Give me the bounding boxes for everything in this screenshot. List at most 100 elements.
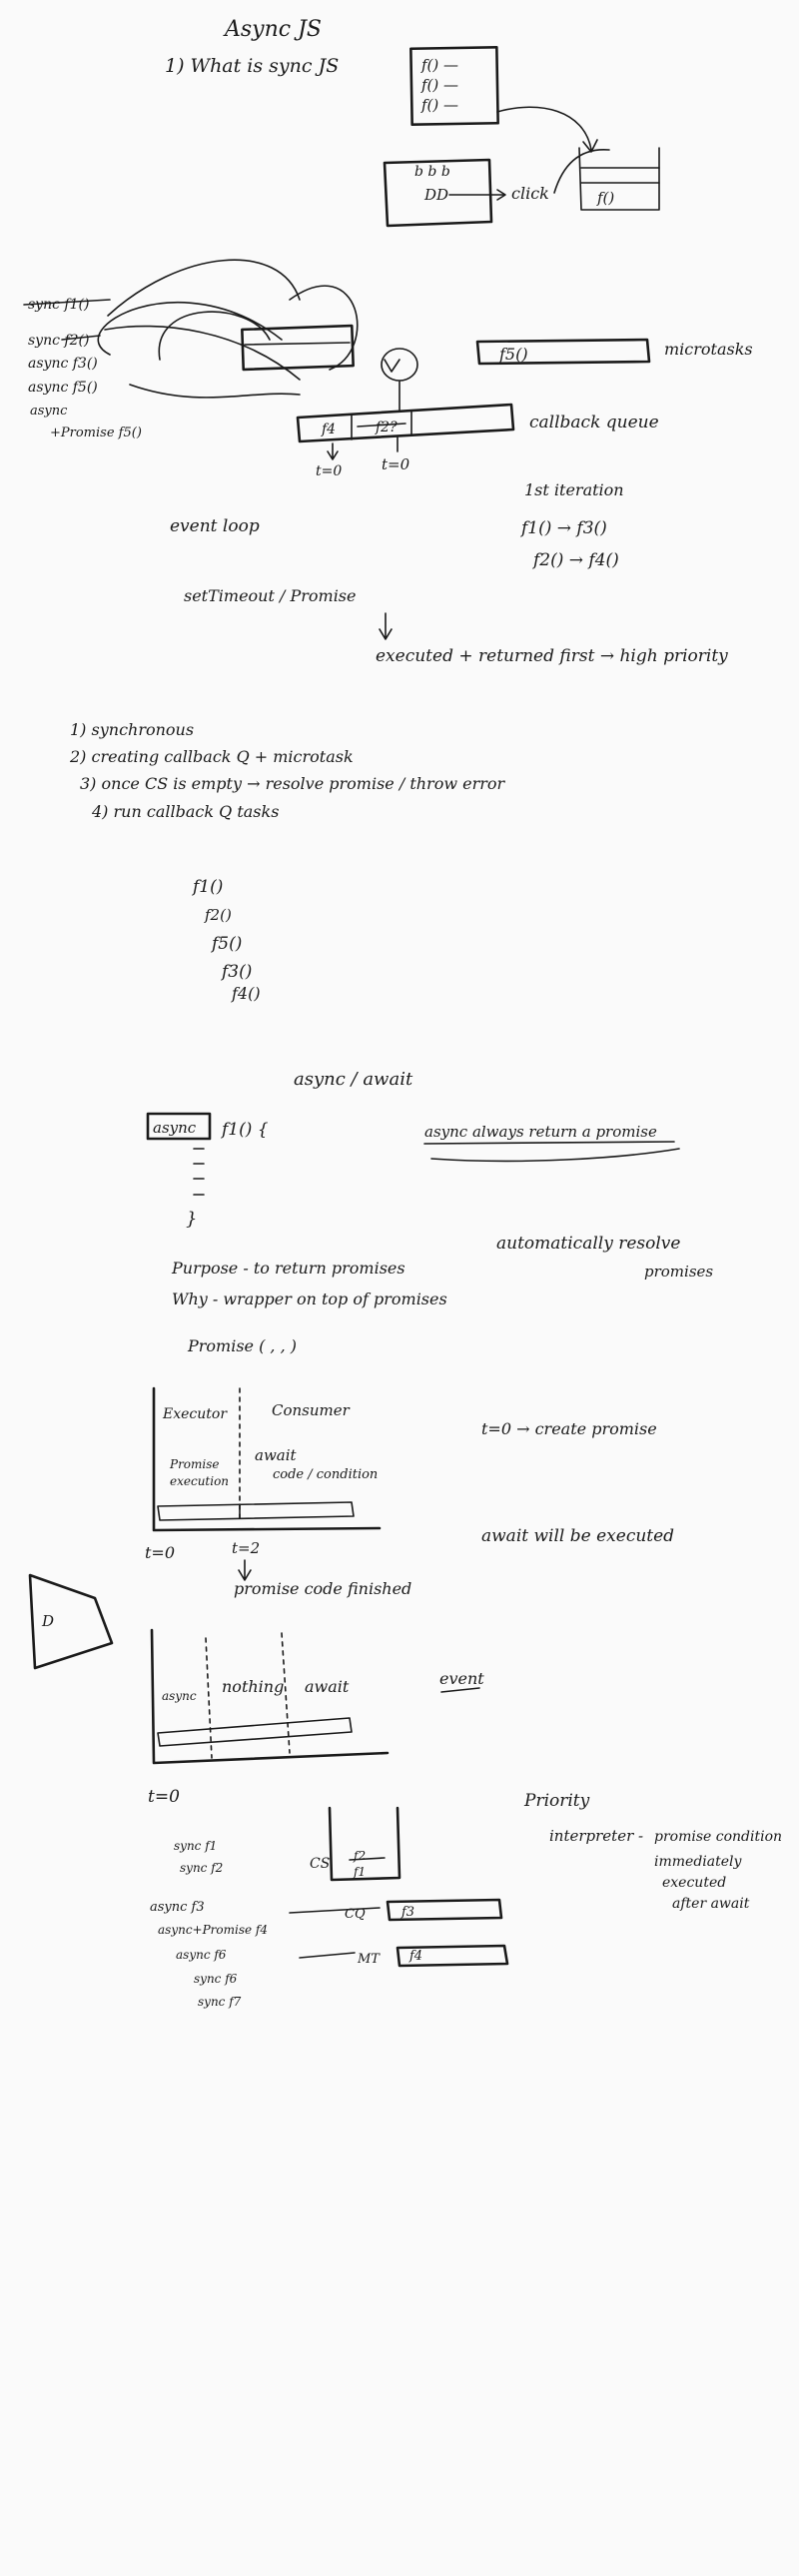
stack-divider	[244, 342, 351, 346]
note-underline	[423, 1141, 675, 1145]
diagram2-await: await	[305, 1677, 350, 1696]
iteration-line-2: f2() → f4()	[531, 550, 619, 570]
stack-line-1: f() —	[420, 56, 458, 74]
diagram1-t0: t=0	[145, 1543, 175, 1562]
callback-queue: f4 f2? callback queue t=0 t=0	[296, 403, 659, 479]
stack-line-2: f() —	[420, 76, 458, 94]
stack-box-2	[241, 324, 355, 372]
bottom-list-6: sync f6	[194, 1972, 238, 1986]
page-title: Async JS	[223, 17, 322, 42]
queue-item: f()	[596, 189, 614, 207]
first-iteration-notes: 1st iteration f1() → f3() f2() → f4()	[519, 480, 624, 570]
purpose-line: Purpose - to return promises	[171, 1259, 405, 1278]
iteration-line-1: f1() → f3()	[519, 518, 607, 538]
event-loop-circle	[381, 348, 418, 382]
stack-line-3: f() —	[420, 96, 458, 114]
step-2: 2) creating callback Q + microtask	[69, 747, 354, 766]
event-loop-label: event loop	[170, 516, 260, 536]
settimeout-promise: setTimeout / Promise	[184, 586, 356, 605]
loop-curve-2	[97, 302, 283, 356]
callback-item-1: f4	[321, 422, 336, 437]
execution-steps: 1) synchronous 2) creating callback Q + …	[69, 720, 506, 821]
dom-bottom-label: DD	[423, 186, 448, 204]
await-executed-note: await will be executed	[481, 1526, 674, 1546]
async-returns-promise-note: async always return a promise	[424, 1123, 657, 1141]
promise-finished-label: promise code finished	[234, 1579, 411, 1598]
question-sync-js: 1) What is sync JS	[165, 55, 339, 77]
loop-curve-5	[129, 384, 301, 399]
mt-label: MT	[357, 1952, 381, 1967]
consumer-label: Consumer	[272, 1401, 351, 1419]
step-1: 1) synchronous	[70, 720, 194, 739]
priority-line-1: promise condition	[654, 1829, 782, 1845]
diagram2-async: async	[162, 1689, 197, 1703]
microtask-item: f5()	[498, 345, 528, 364]
cq-label: CQ	[345, 1907, 366, 1922]
order-4: f3()	[220, 962, 252, 982]
down-arrow	[379, 612, 393, 640]
await-label: await	[255, 1446, 298, 1464]
promise-exec-2: execution	[170, 1474, 229, 1488]
loop-curve-4	[289, 285, 359, 371]
bottom-list-4: async+Promise f4	[158, 1923, 268, 1937]
async-await-timeline-diagram: async nothing await event t=0	[148, 1628, 484, 1807]
promise-timeline-diagram: Executor Consumer Promise execution awai…	[145, 1386, 411, 1598]
why-line: Why - wrapper on top of promises	[172, 1289, 447, 1308]
order-1: f1()	[191, 877, 223, 897]
microtask-queue: f5() microtasks	[475, 338, 753, 366]
promise-signature: Promise ( , , )	[187, 1336, 297, 1355]
cs-item-2: f1	[353, 1865, 366, 1879]
executor-label: Executor	[162, 1406, 228, 1422]
order-5: f4()	[231, 984, 261, 1003]
left-list-2: sync f2()	[28, 333, 89, 349]
small-box-label: D	[41, 1612, 54, 1630]
call-stack-sketch: f() — f() — f() —	[409, 45, 499, 127]
click-label: click	[511, 184, 549, 203]
callback-queue-label: callback queue	[529, 413, 659, 432]
bottom-list-5: async f6	[176, 1948, 227, 1962]
mt-item: f4	[408, 1949, 422, 1964]
execution-order-list: f1() f2() f5() f3() f4()	[191, 877, 261, 1003]
stack-to-queue-arrow	[496, 106, 592, 151]
step-4: 4) run callback Q tasks	[91, 802, 279, 821]
bottom-callback-queue: CQ f3	[289, 1898, 503, 1922]
bottom-list-1: sync f1	[174, 1839, 217, 1853]
cs-label: CS	[310, 1856, 330, 1872]
order-3: f5()	[210, 934, 242, 954]
bottom-microtask-queue: MT f4	[299, 1944, 509, 1968]
priority-interpreter: interpreter -	[549, 1827, 643, 1845]
loop-curve-6	[104, 325, 301, 381]
left-list-4: async f5()	[28, 380, 98, 396]
left-list-6: +Promise f5()	[50, 426, 142, 440]
callback-item-2: f2?	[375, 420, 398, 435]
async-fn-close: }	[186, 1209, 197, 1230]
bottom-list-7: sync f7	[198, 1995, 242, 2009]
async-keyword-box	[146, 1112, 212, 1141]
step-3: 3) once CS is empty → resolve promise / …	[80, 774, 506, 793]
task-queue-sketch: f()	[578, 147, 660, 211]
async-function-sketch: async f1() { }	[146, 1112, 269, 1230]
priority-title: Priority	[523, 1791, 590, 1811]
auto-resolve-1: automatically resolve	[496, 1234, 680, 1254]
loop-arrow-head	[384, 359, 400, 373]
bottom-list-2: sync f2	[180, 1861, 223, 1875]
diagram2-nothing: nothing	[222, 1677, 284, 1696]
t0-create-promise: t=0 → create promise	[481, 1419, 657, 1438]
priority-notes: Priority interpreter - promise condition…	[523, 1791, 782, 1912]
async-await-title: async / await	[294, 1069, 413, 1090]
await-condition-label: code / condition	[273, 1467, 378, 1482]
promise-exec-1: Promise	[169, 1457, 220, 1471]
left-list-3: async f3()	[28, 356, 98, 372]
iteration-title: 1st iteration	[524, 480, 624, 499]
diagram2-event: event	[439, 1669, 484, 1688]
callback-t-left: t=0	[316, 463, 342, 479]
small-sketch-box: D	[28, 1573, 114, 1670]
bottom-list-3: async f3	[150, 1900, 205, 1915]
bottom-function-list: sync f1 sync f2 async f3 async+Promise f…	[150, 1839, 268, 2009]
left-function-list: sync f1() sync f2() async f3() async f5(…	[23, 297, 142, 440]
priority-line-2: immediately	[654, 1854, 742, 1870]
loop-curve-1	[107, 259, 301, 317]
browser-dom-sketch: b b b DD click	[383, 158, 549, 228]
order-2: f2()	[204, 906, 232, 924]
